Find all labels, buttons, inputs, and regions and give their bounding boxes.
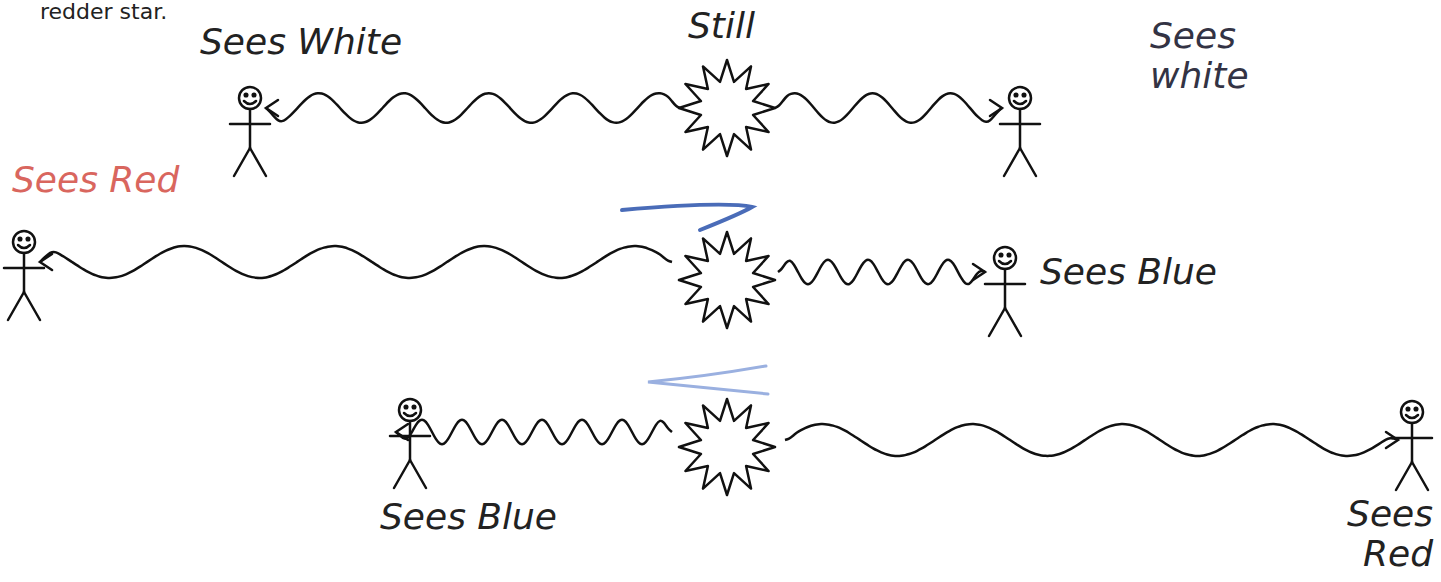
observer-label: Sees Red bbox=[12, 160, 179, 200]
observer-label: Sees white bbox=[1150, 16, 1280, 95]
star-symbol bbox=[679, 399, 775, 495]
light-wave bbox=[775, 93, 1002, 122]
motion-arrow bbox=[622, 204, 752, 230]
stick-figure bbox=[230, 87, 270, 176]
note-text: redder star. bbox=[40, 0, 167, 24]
stick-figure bbox=[4, 231, 44, 320]
arrow-head bbox=[1386, 432, 1398, 448]
arrow-head bbox=[396, 424, 408, 440]
observer-label: Sees Red bbox=[1315, 494, 1433, 573]
observer-label: Sees White bbox=[200, 22, 402, 62]
light-wave bbox=[396, 420, 672, 444]
stick-figure bbox=[1000, 87, 1040, 176]
light-wave bbox=[785, 424, 1398, 456]
arrow-head bbox=[266, 100, 278, 116]
stick-figure bbox=[985, 247, 1025, 336]
observer-label: Sees Blue bbox=[380, 497, 557, 537]
stick-figure bbox=[1392, 401, 1432, 490]
arrow-head bbox=[990, 100, 1002, 116]
arrow-head bbox=[973, 264, 985, 280]
light-wave bbox=[40, 246, 672, 278]
star-symbol bbox=[679, 232, 775, 328]
light-wave bbox=[778, 260, 985, 284]
light-wave bbox=[266, 93, 680, 123]
star-symbol bbox=[679, 60, 775, 156]
motion-arrow bbox=[648, 366, 768, 394]
stick-figure bbox=[390, 399, 430, 488]
observer-label: Sees Blue bbox=[1040, 252, 1217, 292]
star-state-label: Still bbox=[688, 6, 755, 46]
